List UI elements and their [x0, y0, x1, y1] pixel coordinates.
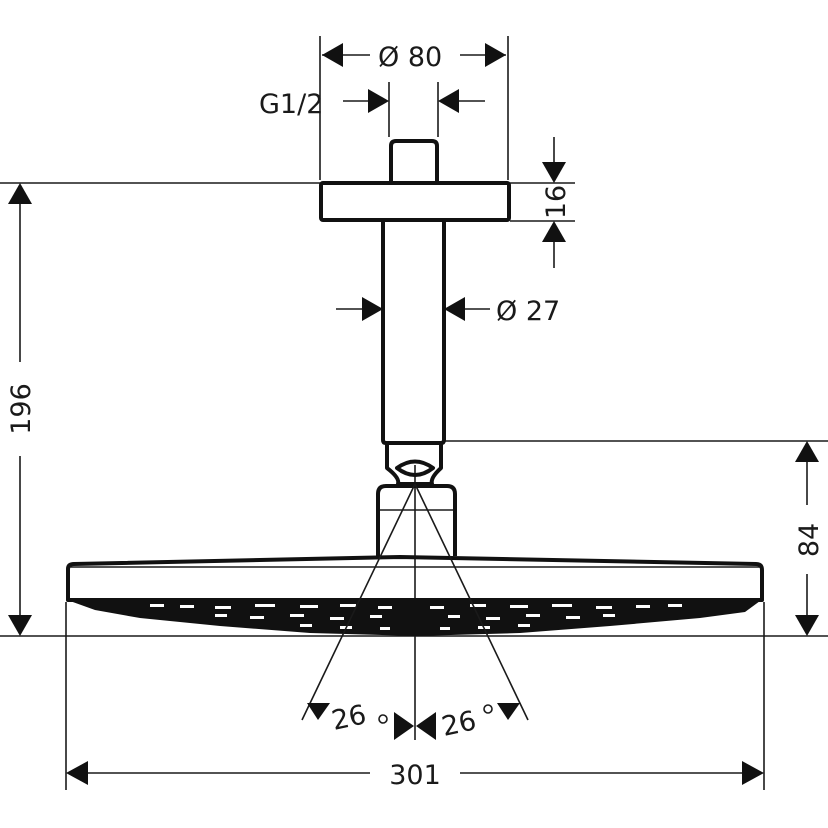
joint-housing	[376, 484, 457, 556]
thread-label: G1/2	[259, 89, 323, 120]
nozzle-face	[70, 601, 760, 636]
dim-arm-diameter: Ø 27	[336, 296, 560, 327]
ball-joint-sphere	[395, 459, 435, 477]
ceiling-flange	[319, 181, 511, 222]
dim-flange-height: 16	[541, 137, 572, 268]
flange-height-label: 16	[541, 185, 572, 219]
extension-lines	[0, 36, 828, 790]
shower-arm	[381, 221, 446, 445]
shower-head	[66, 555, 764, 602]
flange-diameter-label: Ø 80	[378, 42, 442, 73]
dim-total-height: 196	[6, 183, 37, 636]
thread-nipple	[389, 139, 439, 183]
dim-tilt-angles: 26 26	[307, 699, 520, 743]
tilt-left-value: 26	[329, 699, 369, 736]
dim-flange-diameter: Ø 80	[322, 42, 506, 73]
spray-angle-lines	[301, 483, 529, 721]
tilt-right-value: 26	[439, 705, 479, 742]
dim-head-width: 301	[66, 760, 764, 791]
total-height-label: 196	[6, 383, 37, 435]
degree-symbol-right	[483, 704, 493, 714]
arm-diameter-label: Ø 27	[496, 296, 560, 327]
degree-symbol-left	[378, 714, 388, 724]
head-width-label: 301	[389, 760, 441, 791]
dim-thread: G1/2	[259, 89, 485, 120]
dim-head-height: 84	[794, 441, 825, 636]
head-height-label: 84	[794, 523, 825, 557]
shower-product	[66, 139, 764, 602]
